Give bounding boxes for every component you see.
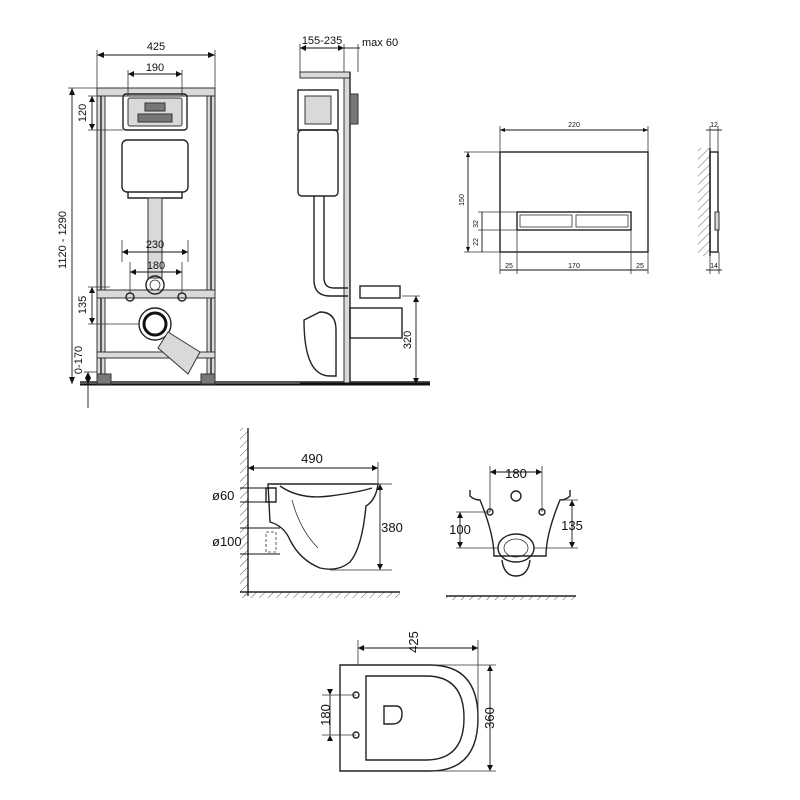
button-frame bbox=[516, 211, 632, 231]
dim-plate-depth: 12 bbox=[710, 122, 718, 129]
side-drain-bend bbox=[303, 311, 337, 377]
back-drain-foot bbox=[501, 559, 531, 577]
back-drain-inner bbox=[503, 538, 529, 558]
valve-bar bbox=[137, 113, 173, 123]
side-drain-socket bbox=[349, 307, 403, 339]
side-cistern bbox=[297, 129, 339, 197]
dim-wall-max: max 60 bbox=[362, 37, 398, 49]
dim-margin-left: 25 bbox=[505, 263, 513, 270]
drain-inner bbox=[142, 311, 168, 337]
dim-back-left: 100 bbox=[449, 522, 471, 537]
stud-right bbox=[177, 292, 187, 302]
bowl-top-outline bbox=[339, 664, 479, 772]
button-right bbox=[575, 214, 629, 228]
bowl-wall-hatch bbox=[240, 428, 248, 596]
flush-outlet bbox=[149, 279, 161, 291]
button-left bbox=[519, 214, 573, 228]
dim-bowl-inlet: ø60 bbox=[212, 488, 234, 503]
dim-side-depth: 155-235 bbox=[302, 35, 342, 47]
flush-plate-front: 220 150 32 22 25 170 25 bbox=[459, 122, 649, 274]
dim-top-width: 425 bbox=[406, 631, 421, 653]
bowl-back-body bbox=[469, 490, 571, 557]
bowl-outlet bbox=[265, 531, 277, 553]
side-pipe bbox=[313, 196, 348, 297]
service-panel bbox=[122, 93, 188, 131]
bowl-top-rim bbox=[365, 675, 465, 761]
dim-floor-adjust: 0-170 bbox=[73, 346, 85, 374]
frame-top-bar bbox=[96, 87, 216, 97]
cistern-base bbox=[127, 192, 183, 199]
frame-front-view: 425 190 120 1120 - 1290 230 180 135 bbox=[57, 41, 430, 408]
dim-panel-height: 120 bbox=[77, 104, 89, 122]
bowl-inlet bbox=[265, 487, 277, 503]
dim-button-width: 170 bbox=[568, 263, 580, 270]
dim-margin-right: 25 bbox=[636, 263, 644, 270]
back-inlet-hole bbox=[510, 490, 522, 502]
dim-plate-height: 150 bbox=[459, 194, 466, 206]
dim-frame-width: 425 bbox=[147, 41, 165, 53]
side-valve bbox=[304, 95, 332, 125]
frame-left-foot bbox=[96, 373, 112, 385]
dim-bowl-outlet: ø100 bbox=[212, 534, 242, 549]
dim-pipe-spacing: 230 bbox=[146, 239, 164, 251]
dim-button-offset: 22 bbox=[473, 238, 480, 246]
cistern bbox=[121, 139, 189, 193]
bowl-body bbox=[267, 483, 379, 570]
dim-bowl-height: 380 bbox=[381, 520, 403, 535]
plate-wall-hatch bbox=[698, 148, 710, 256]
frame-bottom-bar bbox=[96, 351, 216, 359]
dim-back-right: 135 bbox=[561, 518, 583, 533]
flush-pipe bbox=[147, 197, 163, 279]
valve-block bbox=[144, 102, 166, 112]
bowl-top-drain bbox=[383, 705, 403, 725]
side-inlet bbox=[359, 285, 401, 299]
floor-slab bbox=[80, 381, 430, 384]
bowl-side-view: 490 ø60 ø100 380 bbox=[212, 428, 403, 598]
bowl-top-view: 425 180 360 bbox=[318, 631, 497, 772]
dim-stud-spacing: 180 bbox=[147, 260, 165, 272]
dim-plate-base: 14 bbox=[710, 263, 718, 270]
dim-back-bolt-spacing: 180 bbox=[505, 466, 527, 481]
dim-side-outlet: 320 bbox=[402, 331, 414, 349]
bowl-floor-hatch bbox=[240, 592, 400, 598]
bowl-back-view: 180 100 135 bbox=[446, 466, 583, 600]
frame-side-view: 155-235 max 60 320 bbox=[297, 35, 430, 386]
dim-outlet-height: 135 bbox=[77, 296, 89, 314]
frame-right-foot bbox=[200, 373, 216, 385]
side-wall bbox=[343, 71, 351, 385]
drain-elbow bbox=[157, 331, 201, 375]
dim-button-height: 32 bbox=[473, 220, 480, 228]
side-top-bracket bbox=[299, 71, 351, 79]
back-drain-outer bbox=[497, 533, 535, 563]
dim-bowl-length: 490 bbox=[301, 451, 323, 466]
plate-side-profile bbox=[709, 151, 719, 253]
plate-outline bbox=[499, 151, 649, 253]
dim-top-bolt-spacing: 180 bbox=[318, 704, 333, 726]
flush-outlet-ring bbox=[145, 275, 165, 295]
bowl-seat bbox=[279, 485, 373, 498]
dim-panel-width: 190 bbox=[146, 62, 164, 74]
dim-top-depth: 360 bbox=[482, 707, 497, 729]
flush-plate-side: 12 14 bbox=[698, 122, 722, 274]
dim-plate-width: 220 bbox=[568, 122, 580, 129]
dim-frame-height: 1120 - 1290 bbox=[57, 211, 69, 269]
side-panel-stub bbox=[349, 93, 359, 125]
stud-left bbox=[125, 292, 135, 302]
